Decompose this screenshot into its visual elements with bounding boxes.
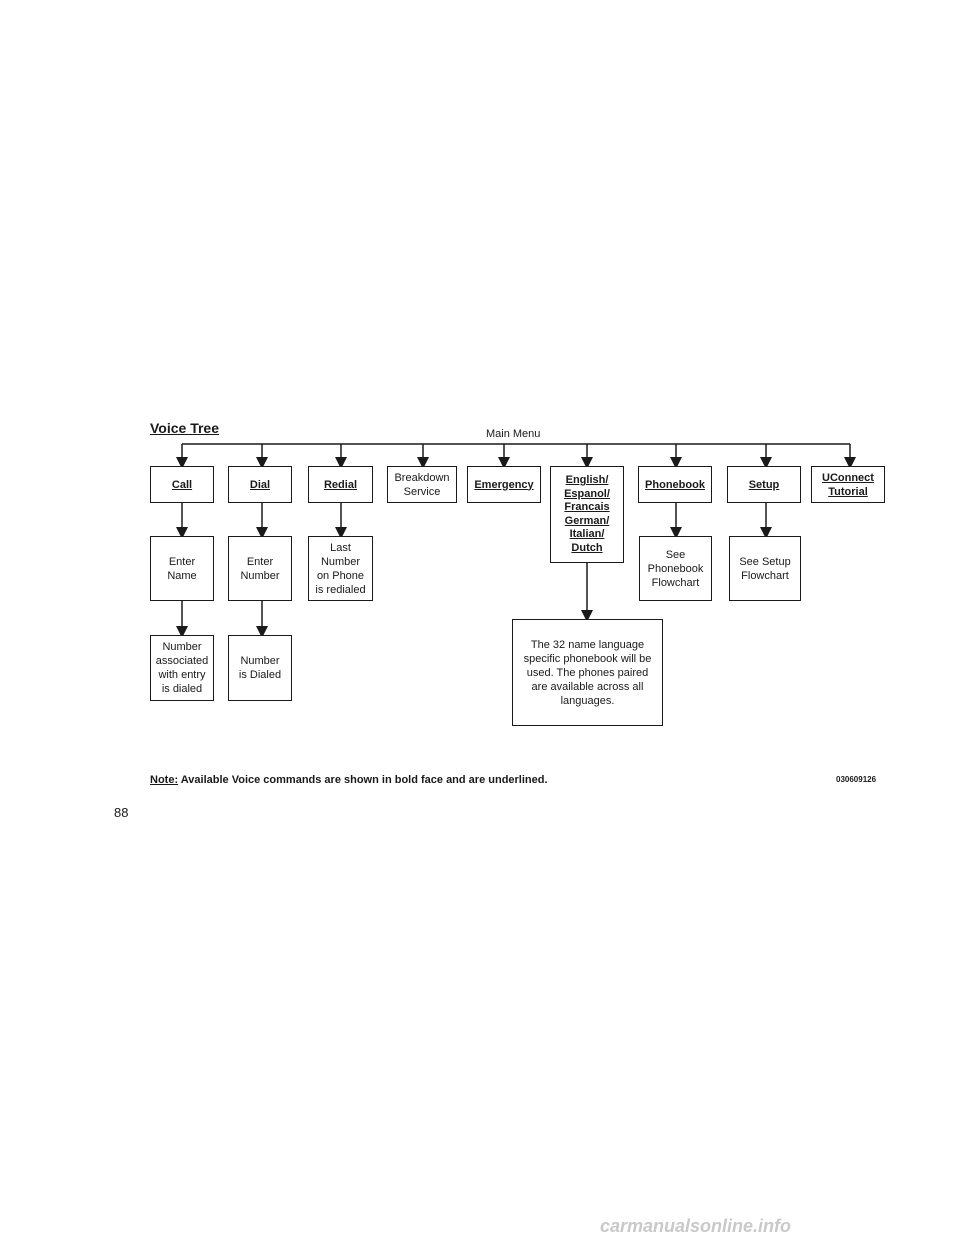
language-info-line5: languages. bbox=[560, 694, 615, 707]
see-phonebook-line2: Phonebook bbox=[647, 562, 704, 575]
breakdown-label-line1: Breakdown bbox=[394, 471, 450, 484]
number-associated-line4: is dialed bbox=[161, 683, 203, 695]
dial-box: Dial bbox=[228, 466, 292, 503]
language-info-line4: are available across all bbox=[531, 680, 644, 693]
language-info-line3: used. The phones paired bbox=[526, 666, 649, 679]
last-number-box: Last Number on Phone is redialed bbox=[308, 536, 373, 601]
enter-name-box: Enter Name bbox=[150, 536, 214, 601]
enter-number-line1: Enter bbox=[246, 555, 274, 568]
language-info-box: The 32 name language specific phonebook … bbox=[512, 619, 663, 726]
number-associated-line1: Number bbox=[162, 641, 202, 653]
enter-name-line1: Enter bbox=[168, 555, 196, 568]
number-associated-line2: associated bbox=[155, 655, 209, 667]
language-label-line3: Francais bbox=[564, 501, 610, 513]
last-number-line3: on Phone bbox=[316, 569, 365, 582]
breakdown-label-line2: Service bbox=[403, 485, 441, 498]
number-dialed-box: Number is Dialed bbox=[228, 635, 292, 701]
language-info-line2: specific phonebook will be bbox=[523, 652, 652, 665]
setup-box: Setup bbox=[727, 466, 801, 503]
dial-label: Dial bbox=[249, 478, 271, 491]
redial-label: Redial bbox=[323, 478, 357, 491]
uconnect-tutorial-box: UConnect Tutorial bbox=[811, 466, 885, 503]
number-dialed-line1: Number bbox=[240, 655, 280, 667]
figure-id: 030609126 bbox=[836, 775, 877, 784]
phonebook-label: Phonebook bbox=[645, 478, 705, 491]
call-label: Call bbox=[171, 478, 193, 491]
see-setup-line2: Flowchart bbox=[741, 569, 789, 582]
language-label-line2: Espanol/ bbox=[564, 487, 610, 500]
see-phonebook-line1: See bbox=[665, 548, 686, 561]
see-setup-line1: See Setup bbox=[739, 555, 791, 568]
see-phonebook-line3: Flowchart bbox=[651, 576, 700, 589]
language-label-line1: English/ bbox=[565, 474, 609, 486]
language-label-line4: German/ bbox=[564, 514, 610, 527]
last-number-line1: Last bbox=[330, 541, 351, 554]
number-associated-line3: with entry bbox=[158, 669, 206, 681]
note: Note: Available Voice commands are shown… bbox=[150, 774, 548, 786]
language-box: English/ Espanol/ Francais German/ Itali… bbox=[550, 466, 624, 563]
last-number-line2: Number bbox=[320, 555, 361, 568]
enter-name-line2: Name bbox=[167, 569, 197, 582]
number-dialed-line2: is Dialed bbox=[238, 669, 282, 681]
uconnect-label-line1: UConnect bbox=[822, 471, 874, 484]
uconnect-label-line2: Tutorial bbox=[828, 485, 868, 498]
phonebook-box: Phonebook bbox=[638, 466, 712, 503]
language-label-line6: Dutch bbox=[571, 541, 603, 554]
language-label-line5: Italian/ bbox=[569, 528, 605, 540]
number-associated-box: Number associated with entry is dialed bbox=[150, 635, 214, 701]
breakdown-service-box: Breakdown Service bbox=[387, 466, 457, 503]
language-info-line1: The 32 name language bbox=[530, 638, 645, 651]
enter-number-box: Enter Number bbox=[228, 536, 292, 601]
page-number: 88 bbox=[114, 805, 129, 820]
see-setup-box: See Setup Flowchart bbox=[729, 536, 801, 601]
diagram-title: Voice Tree bbox=[150, 420, 220, 436]
note-label: Note: bbox=[150, 774, 179, 786]
emergency-label: Emergency bbox=[474, 478, 534, 491]
see-phonebook-box: See Phonebook Flowchart bbox=[639, 536, 712, 601]
enter-number-line2: Number bbox=[240, 569, 280, 582]
watermark: carmanualsonline.info bbox=[600, 1216, 792, 1236]
note-text: Available Voice commands are shown in bo… bbox=[180, 774, 548, 786]
emergency-box: Emergency bbox=[467, 466, 541, 503]
call-box: Call bbox=[150, 466, 214, 503]
redial-box: Redial bbox=[308, 466, 373, 503]
main-menu-label: Main Menu bbox=[486, 428, 541, 440]
setup-label: Setup bbox=[748, 478, 780, 491]
last-number-line4: is redialed bbox=[315, 583, 366, 596]
